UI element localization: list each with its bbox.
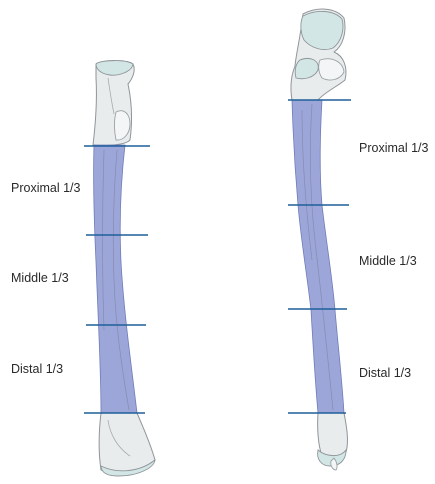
right-bone <box>288 9 351 470</box>
right-distal-third-label: Distal 1/3 <box>359 367 411 380</box>
left-middle-third-label: Middle 1/3 <box>11 272 69 285</box>
left-bone <box>84 61 155 476</box>
left-bone-shaft <box>94 145 137 413</box>
right-proximal-third-label: Proximal 1/3 <box>359 142 428 155</box>
right-middle-third-label: Middle 1/3 <box>359 255 417 268</box>
left-distal-third-label: Distal 1/3 <box>11 363 63 376</box>
left-bone-distal-end <box>99 413 155 472</box>
right-bone-shaft <box>292 100 344 413</box>
left-proximal-third-label: Proximal 1/3 <box>11 182 80 195</box>
